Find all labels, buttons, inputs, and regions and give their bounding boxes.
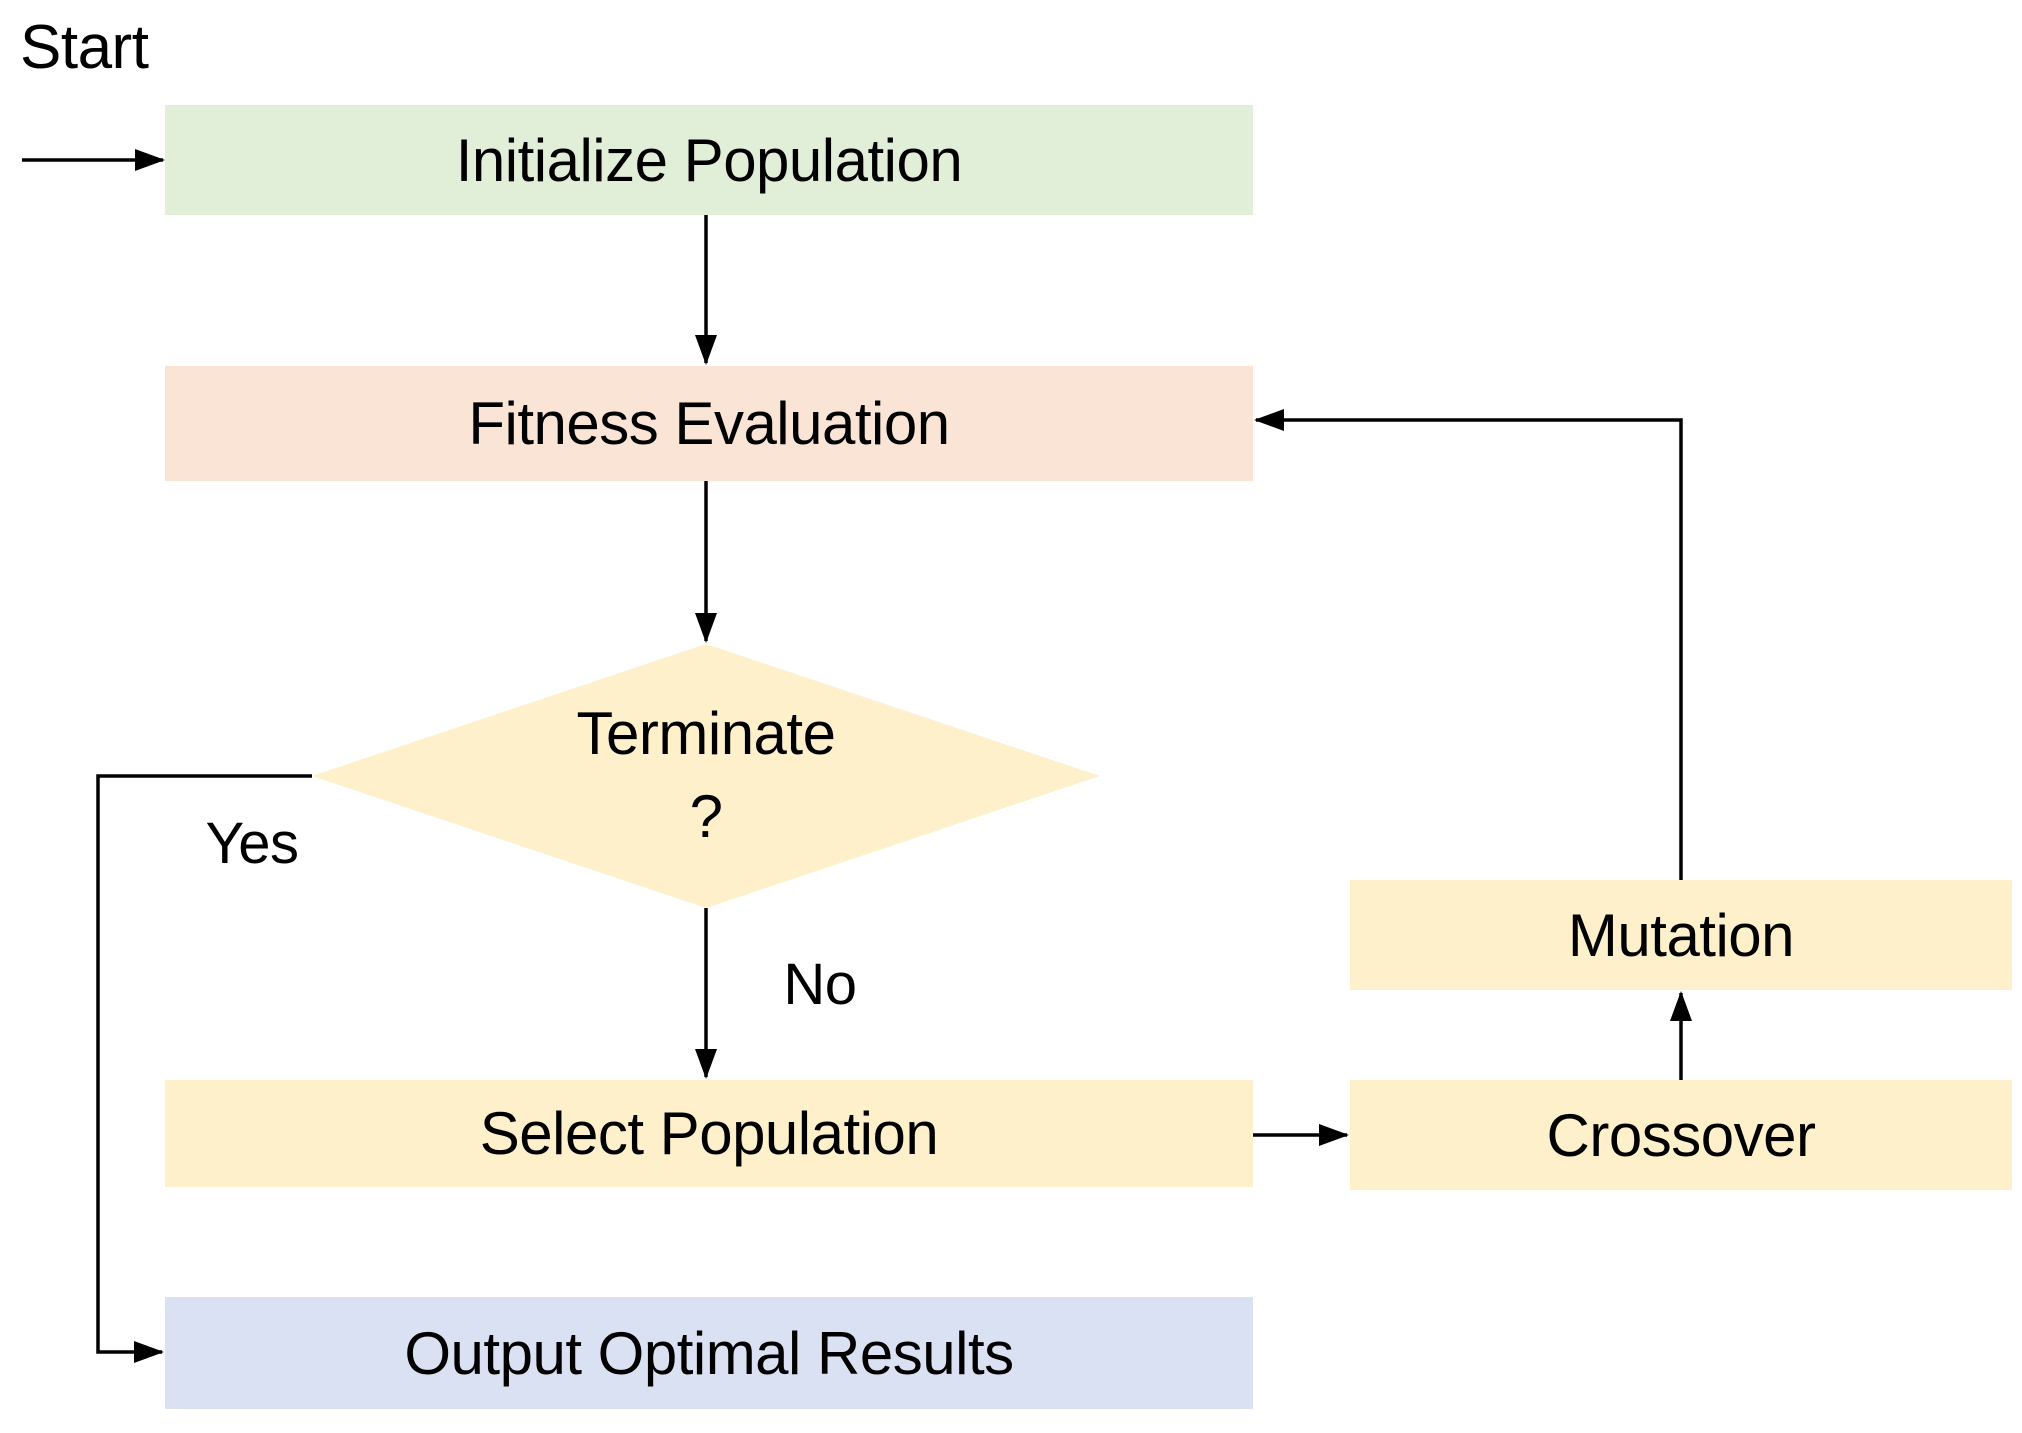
start-label: Start — [20, 12, 149, 82]
node-fitness-evaluation-label: Fitness Evaluation — [468, 390, 950, 457]
node-crossover: Crossover — [1350, 1080, 2012, 1190]
yes-branch-label: Yes — [205, 810, 299, 876]
decision-diamond-terminate — [312, 644, 1100, 908]
no-branch-label: No — [783, 951, 857, 1017]
node-initialize-population: Initialize Population — [165, 105, 1253, 215]
edge-terminate-to-output-yes — [96, 774, 312, 1363]
node-output-optimal-results-label: Output Optimal Results — [404, 1319, 1014, 1387]
node-output-optimal-results: Output Optimal Results — [165, 1297, 1253, 1409]
node-select-population-label: Select Population — [479, 1100, 939, 1167]
terminate-text-line2: ? — [689, 783, 723, 850]
node-initialize-population-label: Initialize Population — [455, 126, 963, 194]
terminate-text-line1: Terminate — [576, 700, 836, 768]
node-mutation: Mutation — [1350, 880, 2012, 990]
node-terminate-decision-label: Terminate ? — [456, 676, 956, 876]
node-crossover-label: Crossover — [1546, 1101, 1816, 1169]
node-fitness-evaluation: Fitness Evaluation — [165, 366, 1253, 481]
edge-mutation-to-fitness — [1254, 409, 1683, 880]
node-select-population: Select Population — [165, 1080, 1253, 1187]
node-mutation-label: Mutation — [1567, 901, 1795, 969]
